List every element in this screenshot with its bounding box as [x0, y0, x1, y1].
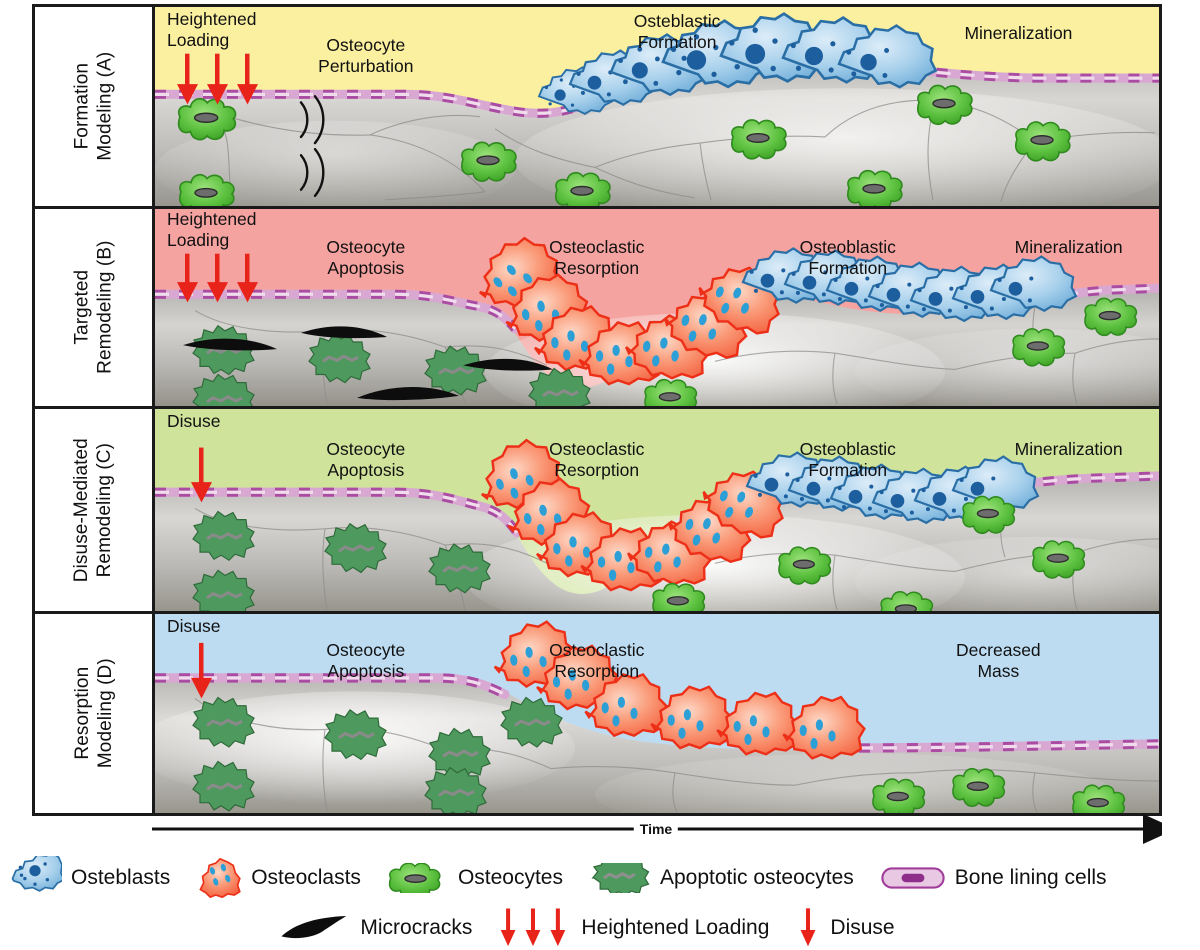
single-red-arrow-icon [800, 908, 816, 947]
row-label-line-1: Targeted [71, 270, 93, 345]
bone-highlight-b2 [855, 328, 1159, 406]
disuse-arrow-c [191, 447, 212, 503]
legend-label-osteoclasts: Osteoclasts [251, 866, 361, 889]
apoptotic-osteocyte-icon [591, 863, 650, 893]
osteocytes-b [644, 297, 1138, 406]
osteocytes-d [872, 767, 1126, 813]
panel-row-b: Targeted Remodeling (B) [35, 209, 1159, 409]
row-label-disuse-mediated-remodeling: Disuse-Mediated Remodeling (C) [35, 409, 155, 611]
figure-frame: Formation Modeling (A) [32, 4, 1162, 816]
apoptotic-osteocytes-c [192, 510, 491, 611]
row-label-line-1: Resorption [71, 667, 93, 760]
row-label-line-2: Modeling (D) [94, 658, 116, 769]
legend-item-heightened-loading: Heightened Loading [498, 907, 769, 949]
legend-label-osteocytes: Osteocytes [457, 866, 563, 889]
bone-highlight-a2 [155, 120, 515, 206]
panel-art-d: Disuse Osteocyte Apoptosis Osteoclastic … [155, 614, 1159, 813]
time-axis-label: Time [633, 821, 679, 837]
perturbation-waves-a [299, 95, 325, 198]
osteoblast-row-b [741, 247, 1078, 323]
osteoblast-row-a [537, 12, 938, 116]
row-label-line-2: Remodeling (C) [94, 442, 116, 578]
legend-item-osteoclasts: Osteoclasts [196, 856, 361, 900]
osteocytes-a [177, 84, 1071, 206]
panel-row-c: Disuse-Mediated Remodeling (C) [35, 409, 1159, 614]
legend-label-osteoblasts: Osteblasts [71, 866, 171, 889]
osteoblast-row-c [745, 451, 1040, 525]
osteoclast-row-d [493, 620, 866, 760]
osteoclast-row-b [479, 236, 780, 386]
bone-lining-cell-icon [881, 867, 945, 889]
legend: Osteblasts [0, 848, 1200, 949]
row-label-resorption-modeling: Resorption Modeling (D) [35, 614, 155, 813]
osteocytes-c [652, 495, 1086, 611]
legend-label-apoptotic-osteocytes: Apoptotic osteocytes [659, 866, 854, 889]
bone-lining-cells-d [155, 673, 1159, 753]
panel-art-b: Heightened Loading Osteocyte Apoptosis O… [155, 209, 1159, 406]
apoptotic-osteocytes-b [192, 324, 591, 406]
heightened-loading-arrows-b [177, 253, 258, 303]
osteoclast-row-c [481, 438, 784, 592]
heightened-loading-arrows-a [177, 53, 258, 105]
triple-red-arrow-icon [501, 908, 566, 947]
apoptotic-osteocytes-d [192, 696, 563, 813]
legend-row-markers: Microcracks Heightened Loading [0, 906, 1200, 950]
panel-row-a: Formation Modeling (A) [35, 7, 1159, 209]
time-axis: Time [150, 812, 1162, 846]
panel-art-a: Heightened Loading Osteocyte Perturbatio… [155, 7, 1159, 206]
osteocyte-icon [388, 863, 441, 893]
legend-item-microcracks: Microcracks [279, 912, 472, 944]
legend-item-osteoblasts: Osteblasts [8, 856, 170, 900]
legend-label-disuse: Disuse [830, 916, 895, 939]
microcracks-b [183, 326, 553, 401]
legend-label-microcracks: Microcracks [360, 916, 473, 939]
row-label-line-2: Remodeling (B) [94, 240, 116, 375]
panel-row-d: Resorption Modeling (D) [35, 614, 1159, 813]
legend-item-apoptotic-osteocytes: Apoptotic osteocytes [589, 863, 854, 893]
legend-item-disuse: Disuse [795, 907, 895, 949]
osteoblast-icon [11, 856, 62, 892]
disuse-arrow-d [191, 642, 212, 699]
panel-art-c: Disuse Osteocyte Apoptosis Osteoclastic … [155, 409, 1159, 611]
osteoclast-icon [199, 857, 242, 899]
legend-item-bone-lining-cells: Bone lining cells [880, 864, 1107, 892]
legend-label-bone-lining-cells: Bone lining cells [954, 866, 1107, 889]
legend-row-cells: Osteblasts [0, 854, 1200, 902]
row-label-targeted-remodeling: Targeted Remodeling (B) [35, 209, 155, 406]
legend-label-heightened-loading: Heightened Loading [581, 916, 770, 939]
row-label-line-1: Disuse-Mediated [71, 437, 93, 583]
microcrack-icon [281, 916, 347, 939]
row-label-line-2: Modeling (A) [94, 52, 116, 161]
row-label-line-1: Formation [71, 63, 93, 150]
legend-item-osteocytes: Osteocytes [387, 863, 563, 893]
row-label-formation-modeling: Formation Modeling (A) [35, 7, 155, 206]
